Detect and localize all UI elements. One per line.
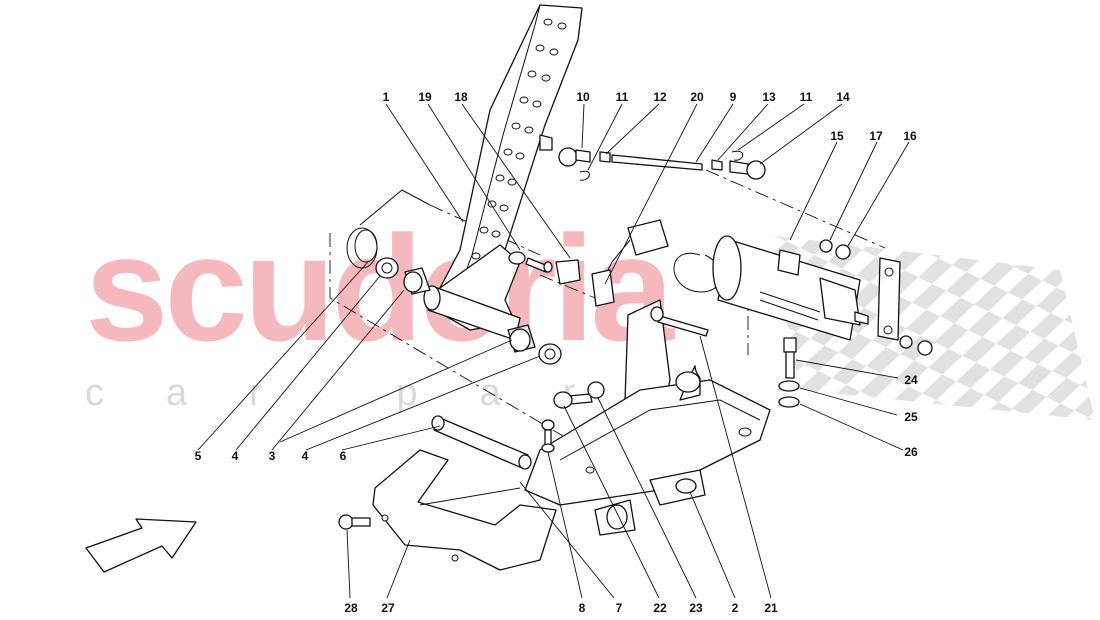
callout-10: 10 — [576, 90, 590, 104]
return-spring — [346, 189, 431, 269]
microswitch — [591, 269, 615, 307]
callout-4a: 4 — [232, 449, 239, 463]
bushing-left — [403, 267, 431, 295]
callout-12: 12 — [653, 90, 667, 104]
callout-14: 14 — [836, 90, 850, 104]
callout-27: 27 — [381, 601, 395, 615]
callout-4b: 4 — [302, 449, 309, 463]
callout-16: 16 — [903, 129, 917, 143]
linkage-rod — [558, 147, 766, 181]
callout-11a: 11 — [616, 90, 629, 104]
washer-17 — [819, 239, 833, 253]
callout-9: 9 — [730, 90, 737, 104]
callout-24: 24 — [904, 373, 918, 387]
pedal-support-base — [524, 299, 771, 536]
screw-28 — [338, 514, 371, 530]
callout-26: 26 — [904, 445, 918, 459]
callout-labels: 1 19 18 10 11 12 20 9 13 11 14 15 17 16 … — [195, 90, 918, 615]
callout-28: 28 — [344, 601, 358, 615]
callout-23: 23 — [689, 601, 703, 615]
callout-22: 22 — [653, 601, 667, 615]
callout-17: 17 — [869, 129, 883, 143]
bushing-right — [507, 324, 536, 353]
callout-18: 18 — [454, 90, 468, 104]
nut-16 — [835, 244, 851, 260]
potentiometer-actuator — [712, 235, 869, 341]
washer-25 — [778, 380, 800, 392]
pedal-holes — [471, 18, 567, 264]
bolt-22 — [553, 391, 593, 409]
pivot-pin — [431, 415, 532, 470]
cover-plate — [372, 449, 557, 571]
callout-7: 7 — [616, 601, 623, 615]
washer-23 — [587, 381, 605, 399]
leader-lines — [197, 103, 910, 599]
callout-15: 15 — [830, 129, 844, 143]
callout-19: 19 — [418, 90, 432, 104]
callout-20: 20 — [690, 90, 704, 104]
callout-11b: 11 — [800, 90, 813, 104]
mounting-plate — [877, 257, 901, 341]
washer-plate — [899, 335, 913, 349]
bolt-8 — [541, 419, 555, 453]
callout-13: 13 — [762, 90, 776, 104]
washer-26 — [778, 396, 800, 408]
accelerator-pedal — [423, 4, 583, 341]
switch-bracket — [555, 259, 581, 285]
callout-8: 8 — [579, 601, 586, 615]
callout-21: 21 — [764, 601, 778, 615]
bolt-24 — [783, 337, 797, 379]
watermark: scuderia car parts — [85, 204, 1095, 420]
stud — [525, 257, 553, 273]
callout-3: 3 — [269, 449, 276, 463]
callout-2: 2 — [732, 601, 739, 615]
watermark-brand: scuderia — [85, 204, 676, 372]
callout-6: 6 — [340, 449, 347, 463]
callout-5: 5 — [195, 449, 202, 463]
callout-1: 1 — [383, 90, 390, 104]
callout-25: 25 — [904, 410, 918, 424]
nut-plate — [917, 340, 933, 356]
direction-arrow-icon — [85, 518, 197, 573]
